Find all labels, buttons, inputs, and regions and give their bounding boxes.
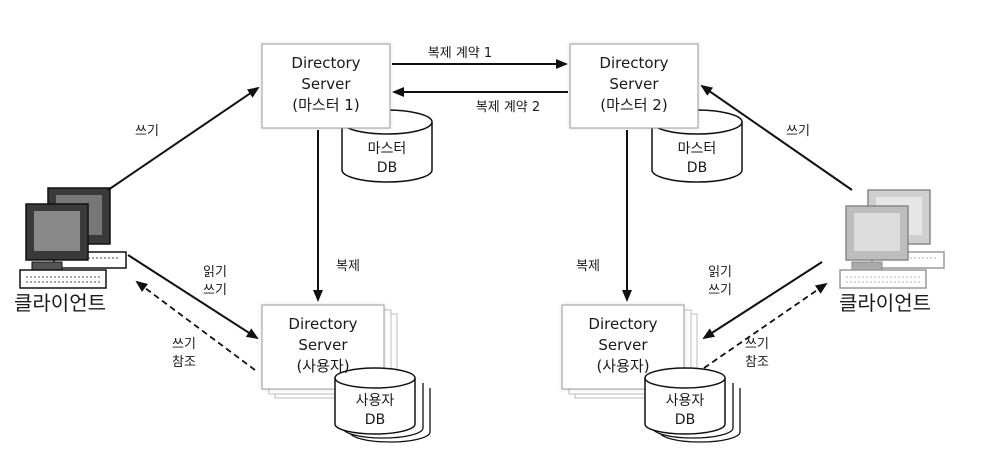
consumer-db-2-sublabel: DB [675,412,695,428]
master-server-2-line3: (마스터 2) [600,96,667,114]
client-left-write-2-label: 쓰기 [203,283,227,298]
master-server-2-line2: Server [609,75,659,93]
consumer-db-1-label: 사용자 [356,393,395,409]
client-left-read-write-arrow [127,254,259,340]
client-left-referral-label-2: 참조 [172,355,196,370]
master-db-2-sublabel: DB [687,160,707,176]
client-left-referral-arrow [135,280,256,371]
client-right-write-label: 쓰기 [786,124,810,139]
master-server-1-line1: Directory [291,54,360,72]
consumer-server-2: Directory Server (사용자) [588,315,657,375]
master-db-1-label: 마스터 [368,141,407,157]
consumer-server-2-stack [561,304,698,399]
consumer-server-2-line3: (사용자) [596,357,649,375]
client-left-label: 클라이언트 [14,291,106,315]
master-server-1: Directory Server (마스터 1) [261,43,391,129]
client-left-referral-label-1: 쓰기 [172,337,196,352]
replicate-right-label: 복제 [576,259,600,274]
client-left-read-label: 읽기 [203,265,227,280]
client-right-read-write-arrow [702,261,823,340]
agreement-1-label: 복제 계약 1 [428,46,492,61]
consumer-db-1-sublabel: DB [365,412,385,428]
client-right-referral-label-1: 쓰기 [745,337,769,352]
master-server-2-line1: Directory [599,54,668,72]
client-right-label: 클라이언트 [839,291,931,315]
client-right-referral-label-2: 참조 [745,355,769,370]
client-left-write-arrow [107,86,260,191]
agreement-2-label: 복제 계약 2 [476,100,540,115]
client-right [839,189,945,289]
consumer-db-1: 사용자 DB [334,367,431,443]
client-right-read-label: 읽기 [708,265,732,280]
consumer-server-2-line2: Server [598,336,648,354]
consumer-server-2-line1: Directory [588,315,657,333]
client-left [19,187,127,289]
master-db-2-label: 마스터 [678,141,717,157]
client-right-write-arrow [700,84,853,191]
master-server-1-line2: Server [301,75,351,93]
master-server-2: Directory Server (마스터 2) [569,43,699,129]
client-left-write-label: 쓰기 [135,124,159,139]
client-right-referral-arrow [703,282,828,369]
client-right-write-2-label: 쓰기 [708,283,732,298]
consumer-db-2: 사용자 DB [644,367,741,443]
replicate-left-label: 복제 [336,259,360,274]
consumer-server-1-line2: Server [298,336,348,354]
consumer-db-2-label: 사용자 [666,393,705,409]
consumer-server-1: Directory Server (사용자) [288,315,357,375]
consumer-server-1-line3: (사용자) [296,357,349,375]
master-server-1-line3: (마스터 1) [292,96,359,114]
master-db-1-sublabel: DB [377,160,397,176]
consumer-server-1-line1: Directory [288,315,357,333]
